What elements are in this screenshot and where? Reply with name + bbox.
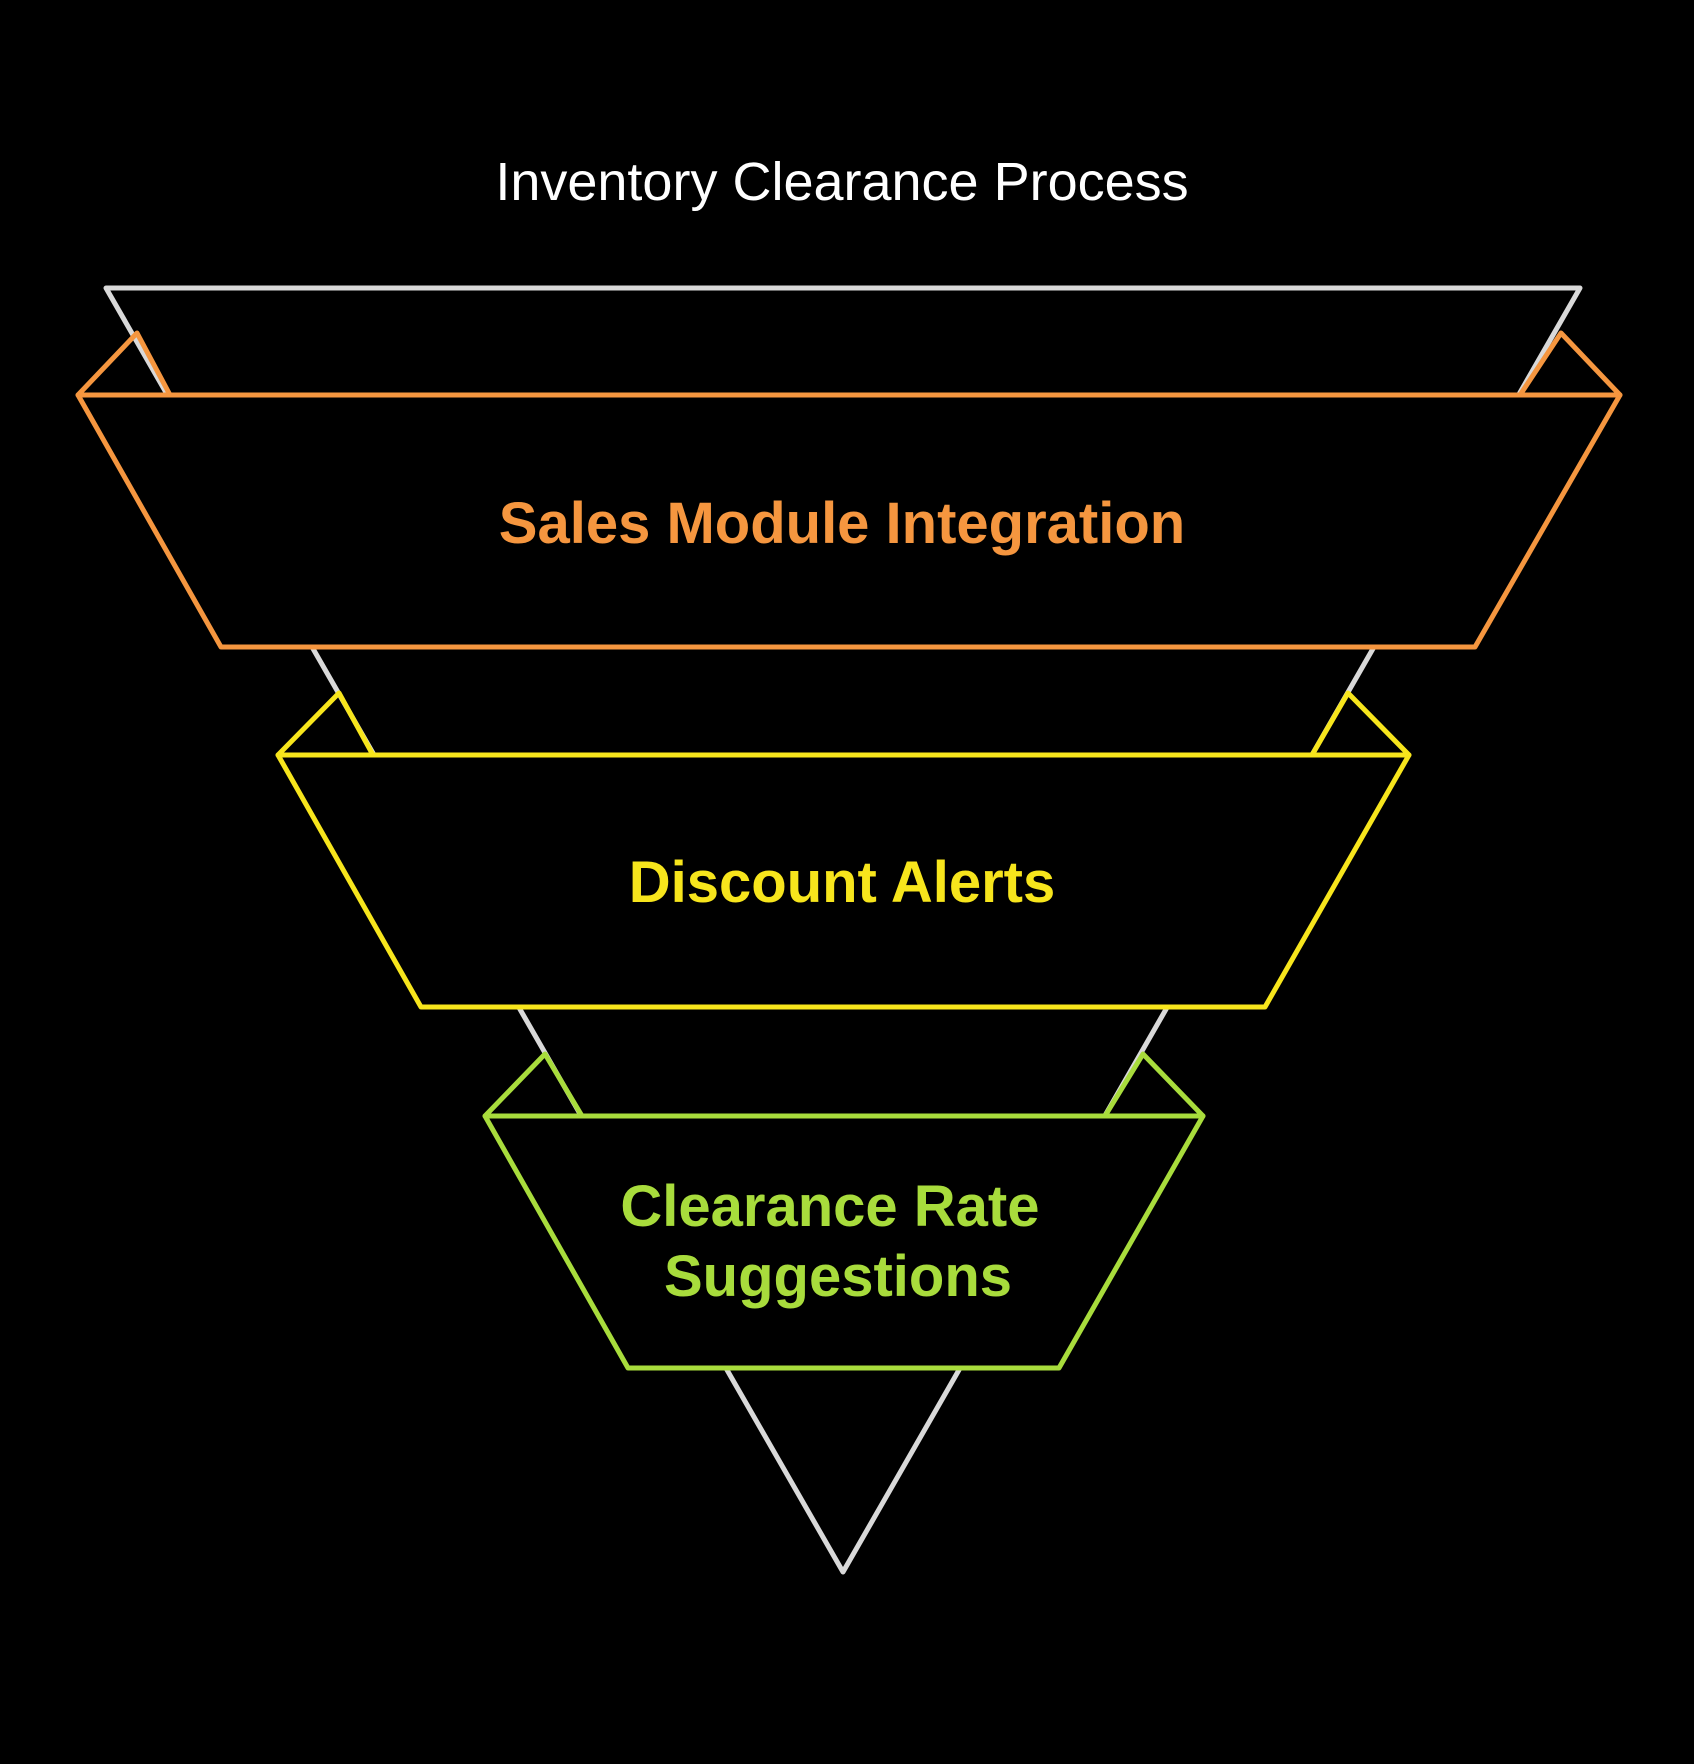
stage-band-back-flap [482, 1051, 585, 1119]
stage-label-line: Clearance Rate [620, 1174, 1039, 1239]
stage-band [275, 752, 1412, 1010]
funnel-stage-clearance-rate-suggestions: Clearance Rate Suggestions [482, 1051, 1206, 1371]
stage-label-line: Discount Alerts [629, 850, 1055, 915]
stage-band-back-flap [275, 690, 376, 758]
stage-label-line: Suggestions [664, 1244, 1012, 1309]
stage-band [75, 392, 1623, 650]
stage-band [482, 1113, 1206, 1371]
diagram-title: Inventory Clearance Process [495, 152, 1188, 212]
funnel-stage-discount-alerts: Discount Alerts [275, 690, 1412, 1010]
stage-label: Clearance Rate Suggestions [620, 1174, 1055, 1309]
stage-label: Sales Module Integration [499, 491, 1185, 556]
stage-label-line: Sales Module Integration [499, 491, 1185, 556]
stage-band-back-flap [1309, 690, 1412, 758]
stage-band-back-flap [75, 330, 173, 398]
stage-label: Discount Alerts [629, 850, 1055, 915]
funnel-stage-sales-module-integration: Sales Module Integration [75, 330, 1623, 650]
